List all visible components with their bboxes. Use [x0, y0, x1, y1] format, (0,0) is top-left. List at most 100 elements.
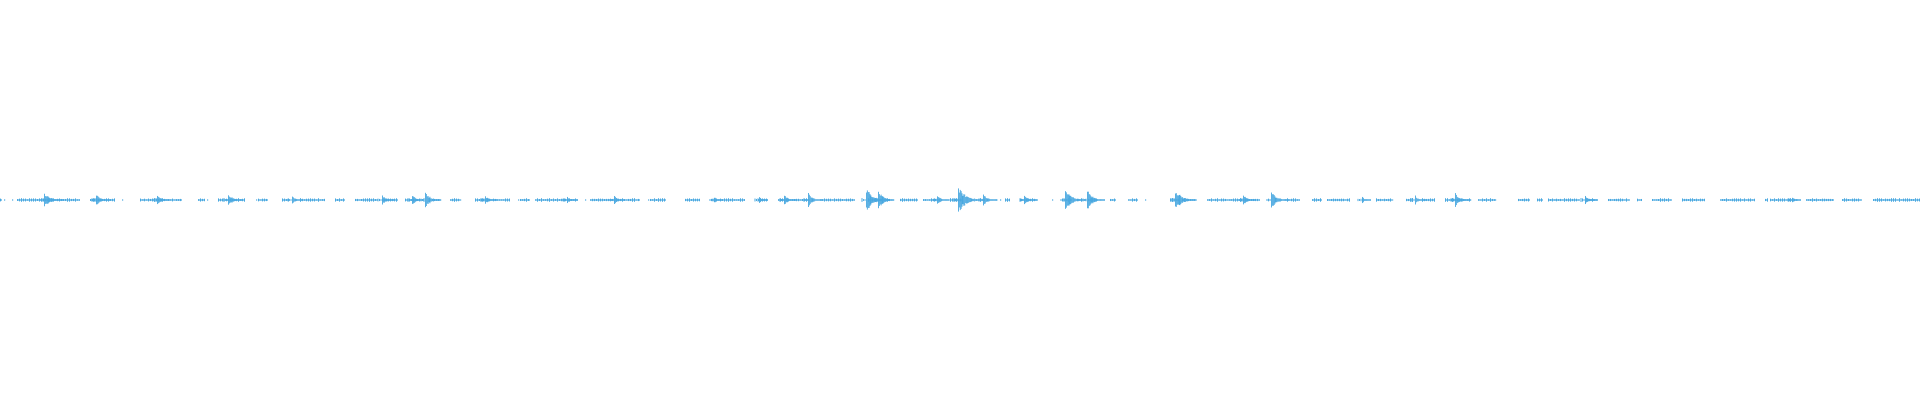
waveform-sample: [660, 198, 661, 202]
waveform-sample: [1112, 199, 1113, 201]
waveform-sample: [1132, 198, 1133, 202]
waveform-sample: [264, 198, 265, 202]
waveform-sample: [1895, 198, 1896, 202]
waveform-sample: [65, 198, 66, 202]
waveform-sample: [79, 199, 80, 201]
waveform-sample: [981, 198, 983, 202]
waveform-transient: [228, 195, 229, 205]
waveform-transient: [53, 198, 54, 202]
waveform-sample: [174, 199, 175, 201]
waveform-transient: [58, 199, 60, 201]
waveform-sample: [1359, 199, 1360, 201]
waveform-transient: [1252, 199, 1254, 201]
waveform-sample: [25, 198, 26, 202]
waveform-sample: [1217, 198, 1218, 202]
waveform-sample: [1641, 198, 1642, 202]
waveform-sample: [1478, 199, 1479, 201]
waveform-sample: [1860, 199, 1861, 201]
waveform-sample: [565, 199, 567, 201]
waveform-transient: [51, 198, 53, 202]
waveform-transient: [1367, 199, 1369, 201]
waveform-transient: [419, 199, 421, 201]
waveform-transient: [96, 195, 98, 205]
waveform-transient: [571, 199, 573, 201]
waveform-sample: [1445, 198, 1446, 202]
waveform-transient: [47, 196, 49, 204]
waveform-dot: [1568, 199, 1570, 201]
waveform-transient: [425, 193, 427, 207]
waveform-transient: [716, 199, 718, 201]
waveform-dot: [207, 199, 209, 201]
waveform-sample: [1550, 199, 1551, 201]
waveform-sample: [852, 198, 853, 202]
waveform-transient: [1424, 199, 1426, 201]
waveform-sample: [1406, 198, 1407, 202]
waveform-sample: [223, 198, 225, 202]
waveform-transient: [993, 199, 995, 201]
waveform-sample: [606, 198, 607, 202]
waveform-sample: [377, 198, 379, 202]
waveform-transient: [1364, 199, 1366, 201]
waveform-transient: [1369, 199, 1371, 201]
waveform-sample: [1554, 199, 1555, 201]
waveform-sample: [1628, 199, 1629, 201]
waveform-transient: [943, 199, 945, 201]
waveform-transient: [429, 196, 431, 204]
waveform-transient: [989, 198, 991, 202]
waveform-sample: [609, 199, 611, 201]
waveform-transient: [787, 198, 789, 202]
waveform-sample: [1570, 198, 1571, 202]
waveform-sample: [1832, 199, 1833, 201]
waveform-sample: [23, 198, 24, 202]
waveform-transient: [59, 199, 61, 201]
waveform-transient: [384, 198, 386, 202]
waveform-sample: [1295, 198, 1296, 202]
waveform-transient: [1096, 198, 1097, 202]
waveform-transient: [495, 199, 497, 201]
waveform-sample: [410, 199, 412, 201]
waveform-transient: [1184, 198, 1185, 202]
waveform-transient: [165, 199, 166, 201]
waveform-sample: [557, 198, 558, 202]
waveform-transient: [434, 199, 435, 201]
waveform-sample: [1357, 198, 1359, 202]
waveform-transient: [1031, 199, 1033, 201]
waveform-transient: [1189, 199, 1191, 201]
waveform-transient: [296, 199, 298, 201]
waveform-sample: [782, 198, 784, 202]
waveform-transient: [49, 198, 51, 202]
waveform-sample: [1694, 199, 1695, 201]
waveform-transient: [1593, 199, 1594, 201]
waveform-transient: [1285, 199, 1287, 201]
waveform-sample: [1704, 198, 1705, 202]
waveform-sample: [1903, 198, 1904, 202]
waveform-sample: [1879, 198, 1880, 202]
waveform-sample: [373, 198, 374, 202]
waveform-sample: [535, 199, 536, 201]
waveform-sample: [709, 199, 711, 201]
waveform-transient: [813, 198, 815, 202]
waveform-transient: [794, 199, 796, 201]
waveform-sample: [1670, 199, 1671, 201]
waveform-transient: [715, 198, 717, 202]
waveform-transient: [232, 198, 234, 202]
waveform-transient: [990, 199, 992, 201]
waveform-sample: [798, 198, 799, 202]
waveform-sample: [1526, 198, 1527, 202]
waveform-transient: [438, 199, 440, 201]
waveform-sample: [150, 198, 151, 202]
waveform-sample: [35, 198, 36, 202]
waveform-sample: [555, 199, 556, 201]
waveform-transient: [414, 197, 416, 203]
waveform-dot: [1230, 199, 1232, 201]
waveform-transient: [168, 199, 170, 201]
waveform-sample: [1722, 199, 1723, 201]
waveform-transient: [1068, 194, 1070, 206]
waveform-transient: [1793, 198, 1795, 202]
waveform-transient: [432, 198, 434, 202]
waveform-sample: [320, 199, 321, 201]
waveform-transient: [717, 199, 719, 201]
waveform-sample: [304, 199, 305, 201]
